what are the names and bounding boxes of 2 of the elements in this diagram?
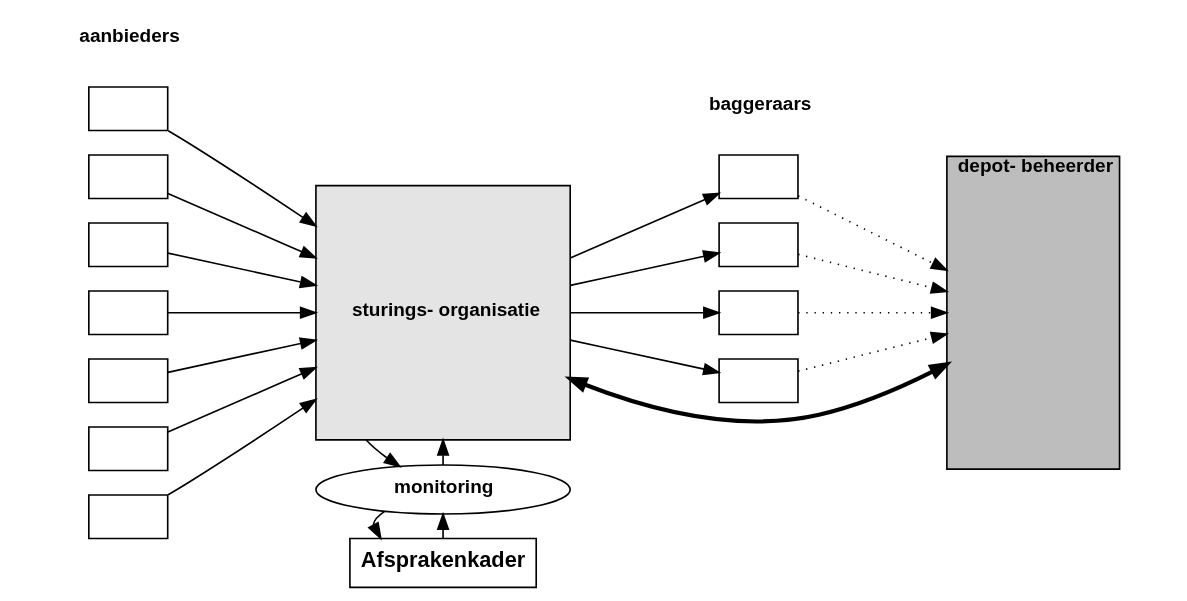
label: aanbieders bbox=[78, 24, 180, 46]
label: baggeraars bbox=[708, 92, 811, 114]
